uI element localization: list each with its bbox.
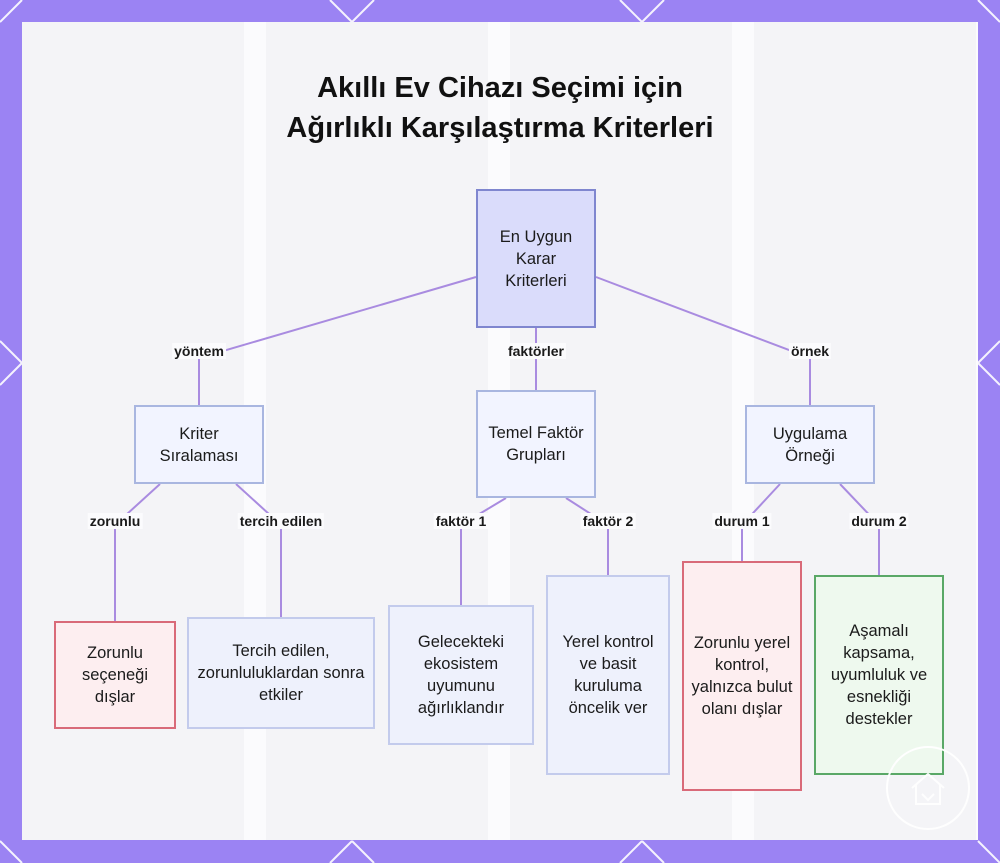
yerel-kontrol-node: Yerel kontrol ve basit kuruluma öncelik … — [546, 575, 670, 775]
kriter-siralamasi-label: Kriter Sıralaması — [159, 424, 239, 465]
root-node: En Uygun Karar Kriterleri — [476, 189, 596, 328]
zorunlu-secenek-label: Zorunlu seçeneği dışlar — [81, 644, 149, 706]
uygulama-ornegi-node: Uygulama Örneği — [745, 405, 875, 484]
edge-label-zorunlu: zorunlu — [87, 513, 143, 529]
yerel-kontrol-label: Yerel kontrol ve basit kuruluma öncelik … — [562, 633, 654, 717]
edge-label-faktor-2: faktör 2 — [580, 513, 636, 529]
title-line-2: Ağırlıklı Karşılaştırma Kriterleri — [286, 112, 714, 144]
asamali-kapsama-label: Aşamalı kapsama, uyumluluk ve esnekliği … — [830, 622, 928, 728]
title-line-1: Akıllı Ev Cihazı Seçimi için — [317, 72, 683, 104]
diagram-title: Akıllı Ev Cihazı Seçimi için Ağırlıklı K… — [0, 68, 1000, 148]
home-logo-icon — [886, 746, 970, 830]
gelecek-ekosistem-node: Gelecekteki ekosistem uyumunu ağırlıklan… — [388, 605, 534, 745]
zorunlu-yerel-kontrol-label: Zorunlu yerel kontrol, yalnızca bulut ol… — [691, 634, 793, 718]
edge-label-durum-1: durum 1 — [712, 513, 772, 529]
temel-faktor-gruplari-label: Temel Faktör Grupları — [488, 424, 584, 464]
root-node-label: En Uygun Karar Kriterleri — [499, 227, 573, 290]
temel-faktor-gruplari-node: Temel Faktör Grupları — [476, 390, 596, 498]
edge-label-durum-2: durum 2 — [849, 513, 909, 529]
edge-label-tercih-edilen: tercih edilen — [237, 513, 325, 529]
zorunlu-secenek-node: Zorunlu seçeneği dışlar — [54, 621, 176, 729]
edge-label-faktorler: faktörler — [505, 343, 567, 359]
edge-label-yontem: yöntem — [172, 343, 226, 359]
kriter-siralamasi-node: Kriter Sıralaması — [134, 405, 264, 484]
edge-label-faktor-1: faktör 1 — [433, 513, 489, 529]
tercih-edilen-node: Tercih edilen, zorunluluklardan sonra et… — [187, 617, 375, 729]
gelecek-ekosistem-label: Gelecekteki ekosistem uyumunu ağırlıklan… — [417, 633, 505, 717]
asamali-kapsama-node: Aşamalı kapsama, uyumluluk ve esnekliği … — [814, 575, 944, 775]
uygulama-ornegi-label: Uygulama Örneği — [772, 424, 848, 465]
tercih-edilen-label: Tercih edilen, zorunluluklardan sonra et… — [197, 642, 365, 704]
edge-label-ornek: örnek — [788, 343, 832, 359]
zorunlu-yerel-kontrol-node: Zorunlu yerel kontrol, yalnızca bulut ol… — [682, 561, 802, 791]
